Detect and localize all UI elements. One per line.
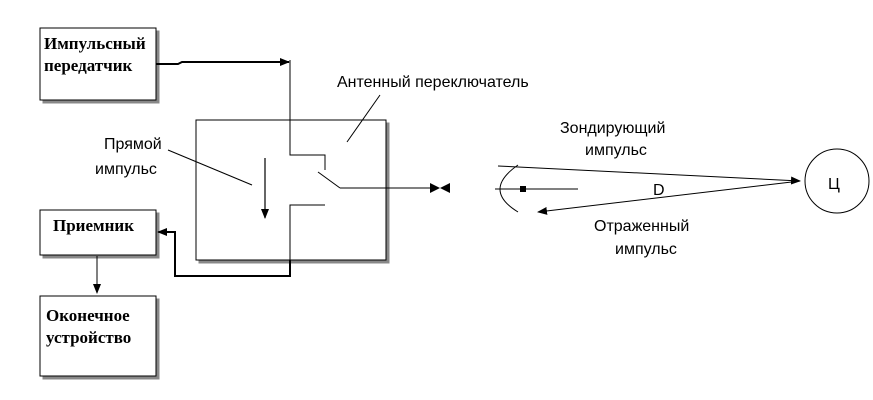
terminal-device-block: Оконечное устройство <box>39 295 157 377</box>
switch-leader <box>346 94 381 143</box>
receiver-label: Приемник <box>53 216 134 235</box>
terminal-label-line1: Оконечное <box>46 306 130 325</box>
switch-upper-path <box>289 60 326 170</box>
direct-pulse-label-line1: Прямой <box>104 136 162 153</box>
antenna-point <box>520 186 526 192</box>
probe-pulse-label-line2: импульс <box>585 142 647 159</box>
switch-contact <box>317 171 341 189</box>
antenna-icon <box>430 183 450 193</box>
reflected-pulse-label-line1: Отраженный <box>594 218 689 235</box>
transmitter-label-line1: Импульсный <box>44 34 146 53</box>
distance-label: D <box>653 182 665 199</box>
receiver-connection <box>160 231 291 277</box>
target-label: Ц <box>828 176 840 193</box>
target-circle <box>804 148 870 214</box>
probe-pulse-label-line1: Зондирующий <box>560 120 665 137</box>
transmitter-connection <box>156 61 289 65</box>
reflected-pulse-arrow <box>537 180 801 215</box>
reflected-pulse-label-line2: импульс <box>615 241 677 258</box>
switch-lower-path <box>289 204 325 260</box>
antenna-switch-block <box>167 60 432 261</box>
terminal-label-line2: устройство <box>46 328 131 347</box>
transmitter-label-line2: передатчик <box>44 56 133 75</box>
receiver-block: Приемник <box>39 209 157 256</box>
probe-pulse-arrow <box>497 165 801 185</box>
direct-pulse-leader <box>167 149 253 186</box>
switch-label: Антенный переключатель <box>337 74 529 91</box>
direct-pulse-label-line2: импульс <box>95 161 157 178</box>
transmitter-block: Импульсный передатчик <box>39 27 157 101</box>
